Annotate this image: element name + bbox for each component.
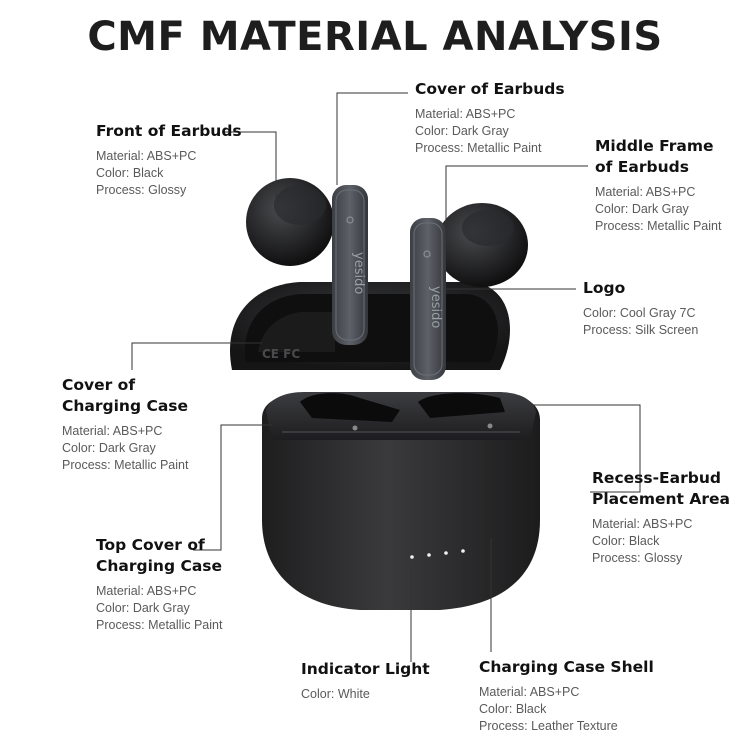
callout-line: Color: Dark Gray — [595, 202, 689, 216]
callout-heading-line2: Placement Area — [592, 490, 730, 508]
callout-line: Color: Dark Gray — [415, 124, 509, 138]
callout-line: Color: White — [301, 687, 370, 701]
callout-line: Color: Dark Gray — [96, 601, 190, 615]
logo-right: yesido — [428, 286, 443, 328]
callout-line: Color: Black — [479, 702, 547, 716]
callout-line: Color: Black — [592, 534, 660, 548]
callout-heading-line2: Charging Case — [96, 557, 223, 575]
callout-top-cover-of-case: Top Cover of Charging Case Material: ABS+… — [96, 535, 222, 634]
callout-line: Color: Dark Gray — [62, 441, 156, 455]
callout-line: Material: ABS+PC — [415, 107, 516, 121]
callout-line: Color: Cool Gray 7C — [583, 306, 696, 320]
callout-line: Process: Glossy — [592, 551, 683, 565]
callout-heading-line1: Top Cover of — [96, 536, 205, 554]
callout-cover-of-case: Cover of Charging Case Material: ABS+PC C… — [62, 375, 188, 474]
callout-heading: Charging Case Shell — [479, 658, 654, 676]
callout-cover-of-earbuds: Cover of Earbuds Material: ABS+PC Color:… — [415, 79, 565, 157]
callout-line: Process: Glossy — [96, 183, 187, 197]
callout-heading: Indicator Light — [301, 660, 430, 678]
callout-indicator-light: Indicator Light Color: White — [301, 659, 430, 703]
callout-front-of-earbuds: Front of Earbuds Material: ABS+PC Color:… — [96, 121, 242, 199]
callout-logo: Logo Color: Cool Gray 7C Process: Silk S… — [583, 278, 698, 339]
callout-line: Material: ABS+PC — [96, 584, 197, 598]
callout-line: Process: Metallic Paint — [96, 618, 223, 632]
callout-heading: Cover of Earbuds — [415, 80, 565, 98]
indicator-lights — [410, 549, 465, 559]
callout-line: Process: Metallic Paint — [62, 458, 189, 472]
callout-line: Process: Metallic Paint — [415, 141, 542, 155]
callout-line: Material: ABS+PC — [592, 517, 693, 531]
case-lid: CE FC — [229, 282, 510, 370]
callout-heading-line2: of Earbuds — [595, 158, 689, 176]
callout-line: Process: Metallic Paint — [595, 219, 722, 233]
callout-line: Material: ABS+PC — [479, 685, 580, 699]
callout-line: Material: ABS+PC — [62, 424, 163, 438]
callout-heading: Front of Earbuds — [96, 122, 242, 140]
callout-line: Process: Silk Screen — [583, 323, 699, 337]
callout-heading-line1: Recess-Earbud — [592, 469, 721, 487]
callout-line: Material: ABS+PC — [595, 185, 696, 199]
callout-charging-case-shell: Charging Case Shell Material: ABS+PC Col… — [479, 657, 654, 735]
callout-line: Process: Leather Texture — [479, 719, 618, 733]
callout-heading-line1: Cover of — [62, 376, 136, 394]
callout-heading: Logo — [583, 279, 626, 297]
earbud-left: yesido — [246, 178, 368, 345]
callout-heading-line2: Charging Case — [62, 397, 189, 415]
case-body — [262, 392, 540, 610]
leader-lines — [131, 92, 641, 662]
logo-left: yesido — [351, 252, 366, 294]
callout-line: Material: ABS+PC — [96, 149, 197, 163]
page-title: CMF MATERIAL ANALYSIS — [87, 14, 663, 60]
callout-heading-line1: Middle Frame — [595, 137, 714, 155]
earbud-right: yesido — [410, 203, 528, 380]
case-marks: CE FC — [262, 347, 300, 361]
callout-line: Color: Black — [96, 166, 164, 180]
